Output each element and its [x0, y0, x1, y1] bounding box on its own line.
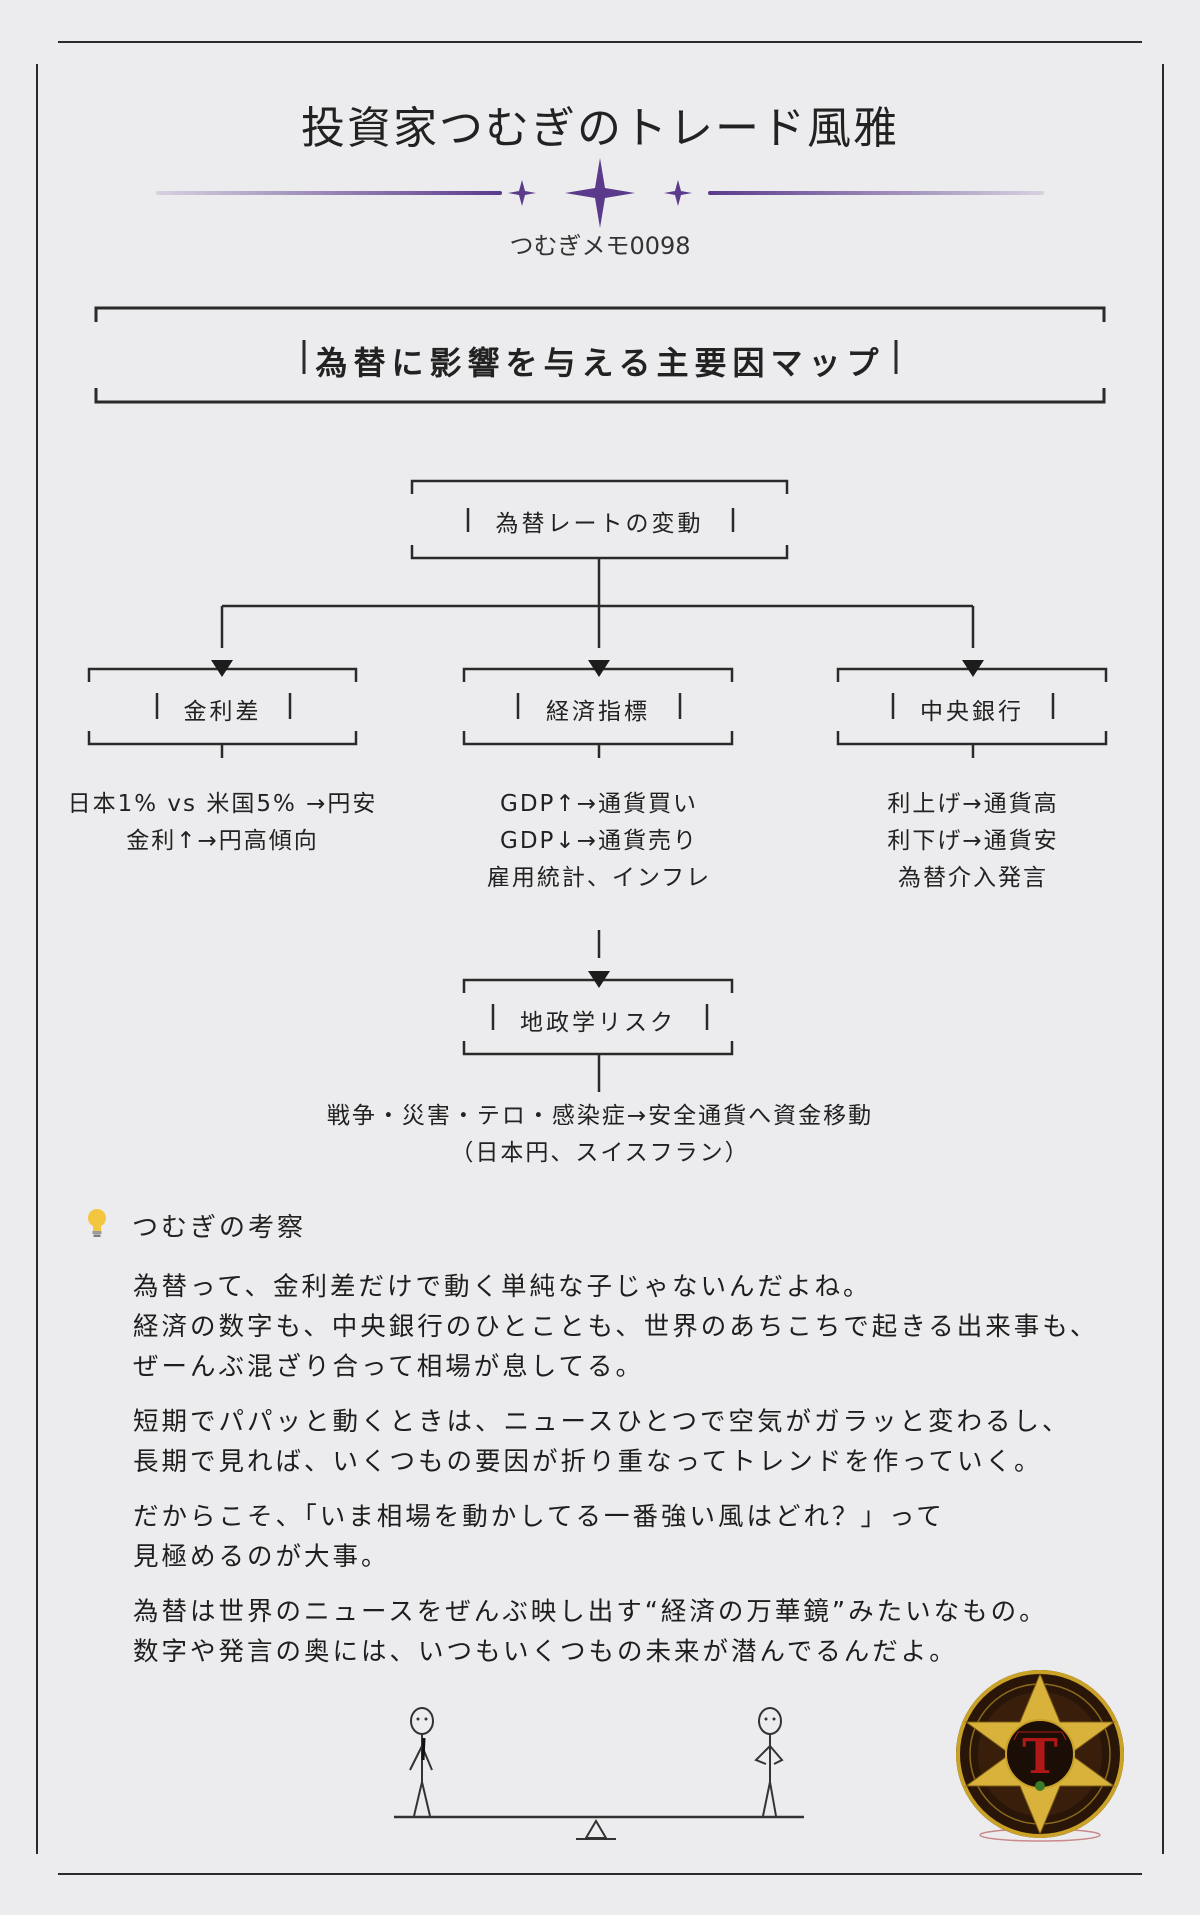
frame-left-line	[36, 64, 38, 1854]
arrow-down-icon	[588, 660, 610, 677]
factor-economy-label: 経済指標	[546, 699, 650, 725]
factor-interest-details: 日本1% vs 米国5% →円安 金利↑→円高傾向	[40, 786, 405, 860]
detail-line: 為替介入発言	[898, 865, 1048, 891]
paragraph-line: ぜーんぶ混ざり合って相場が息してる。	[133, 1352, 644, 1382]
sparkle-icon	[508, 158, 692, 228]
detail-line: （日本円、スイスフラン）	[450, 1140, 750, 1166]
detail-line: 利下げ→通貨安	[887, 828, 1059, 854]
emblem-logo: T	[956, 1670, 1124, 1842]
detail-line: 金利↑→円高傾向	[126, 828, 319, 854]
sparkle-divider	[156, 158, 1044, 228]
paragraph-line: 為替は世界のニュースをぜんぶ映し出す“経済の万華鏡”みたいなもの。	[133, 1597, 1048, 1627]
commentary-paragraph: だからこそ、「いま相場を動かしてる一番強い風はどれ？」って 見極めるのが大事。	[133, 1497, 1133, 1577]
factor-economy-details: GDP↑→通貨買い GDP↓→通貨売り 雇用統計、インフレ	[414, 786, 784, 897]
arrow-down-icon	[588, 971, 610, 988]
detail-line: GDP↓→通貨売り	[500, 828, 698, 854]
paragraph-line: だからこそ、「いま相場を動かしてる一番強い風はどれ？」って	[133, 1502, 945, 1532]
commentary-paragraph: 為替は世界のニュースをぜんぶ映し出す“経済の万華鏡”みたいなもの。 数字や発言の…	[133, 1592, 1133, 1672]
stick-figure-left	[409, 1707, 434, 1817]
memo-subtitle: つむぎメモ0098	[509, 232, 691, 260]
commentary-heading: つむぎの考察	[132, 1213, 307, 1243]
detail-line: 戦争・災害・テロ・感染症→安全通貨へ資金移動	[326, 1103, 874, 1129]
paragraph-line: 為替って、金利差だけで動く単純な子じゃないんだよね。	[133, 1272, 872, 1302]
seesaw-illustration	[394, 1707, 804, 1840]
frame-right-line	[1162, 64, 1164, 1854]
banner-frame	[94, 306, 1106, 404]
commentary-paragraph: 為替って、金利差だけで動く単純な子じゃないんだよね。 経済の数字も、中央銀行のひ…	[133, 1267, 1133, 1387]
geo-risk-details: 戦争・災害・テロ・感染症→安全通貨へ資金移動 （日本円、スイスフラン）	[200, 1098, 1000, 1172]
banner-title: 為替に影響を与える主要因マップ	[315, 344, 885, 382]
factor-central-bank-details: 利上げ→通貨高 利下げ→通貨安 為替介入発言	[790, 786, 1156, 897]
paragraph-line: 長期で見れば、いくつもの要因が折り重なってトレンドを作っていく。	[133, 1447, 1043, 1477]
factor-central-bank-label: 中央銀行	[920, 699, 1024, 725]
arrow-down-icon	[962, 660, 984, 677]
root-node-label: 為替レートの変動	[495, 511, 704, 537]
detail-line: GDP↑→通貨買い	[500, 791, 698, 817]
factor-interest-label: 金利差	[183, 699, 262, 725]
detail-line: 雇用統計、インフレ	[486, 865, 712, 891]
paragraph-line: 短期でパパッと動くときは、ニュースひとつで空気がガラッと変わるし、	[133, 1407, 1071, 1437]
paragraph-line: 見極めるのが大事。	[133, 1542, 390, 1572]
stick-figure-right	[754, 1707, 784, 1817]
detail-line: 利上げ→通貨高	[887, 791, 1059, 817]
frame-top-line	[58, 41, 1142, 43]
page-title: 投資家つむぎのトレード風雅	[301, 103, 899, 154]
arrow-down-icon	[211, 660, 233, 677]
paragraph-line: 経済の数字も、中央銀行のひとことも、世界のあちこちで起きる出来事も、	[133, 1312, 1099, 1342]
geo-risk-label: 地政学リスク	[520, 1010, 676, 1036]
frame-bottom-line	[58, 1873, 1142, 1875]
lightbulb-icon	[88, 1209, 106, 1237]
emblem-letter: T	[1022, 1729, 1058, 1785]
paragraph-line: 数字や発言の奥には、いつもいくつもの未来が潜んでるんだよ。	[133, 1637, 958, 1667]
commentary-paragraph: 短期でパパッと動くときは、ニュースひとつで空気がガラッと変わるし、 長期で見れば…	[133, 1402, 1133, 1482]
detail-line: 日本1% vs 米国5% →円安	[67, 791, 378, 817]
